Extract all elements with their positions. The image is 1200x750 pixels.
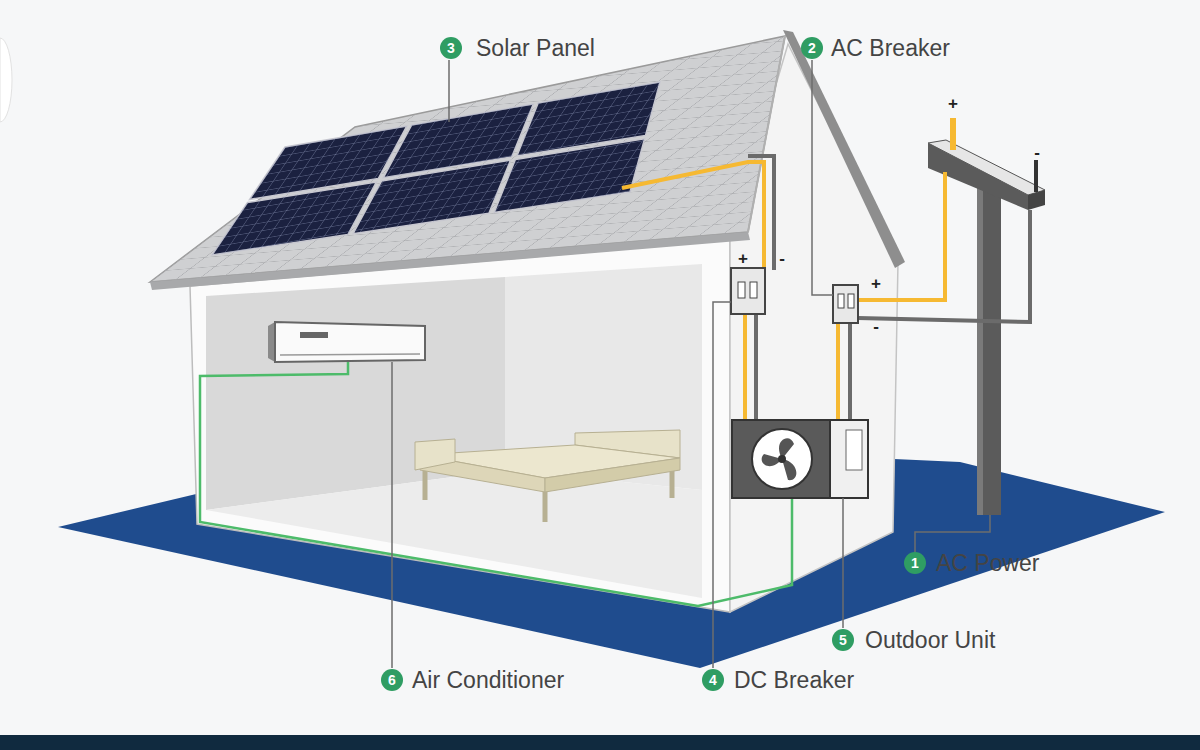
polarity-sign: - [779, 250, 785, 267]
utility-pole-part [1028, 190, 1045, 210]
solar-panels-part [212, 182, 377, 255]
sofa [415, 430, 680, 522]
callout-number: 4 [702, 669, 724, 691]
outdoor-unit-part [752, 429, 812, 489]
green-signal-wire-part [200, 362, 792, 606]
green-signal-wire [200, 362, 792, 606]
outdoor-unit [732, 420, 868, 498]
ac-breaker-box [833, 285, 858, 323]
indoor-unit-part [268, 322, 275, 362]
outdoor-unit-part [778, 455, 786, 463]
background-part [0, 38, 12, 122]
dc-breaker-box-part [731, 268, 765, 314]
background-part [0, 735, 1200, 750]
solar-panels-part [353, 160, 510, 234]
polarity-sign: + [738, 250, 748, 267]
part-name: AC Power [936, 550, 1040, 576]
callout-number: 5 [832, 629, 854, 651]
utility-pole-part [977, 175, 1001, 515]
dc-breaker-box [731, 268, 765, 314]
leader-lines-part [842, 498, 844, 628]
callout-number: 1 [904, 552, 926, 574]
power-wires-part [754, 314, 758, 420]
outdoor-unit-part [846, 430, 862, 470]
roof-part [150, 36, 785, 282]
power-wires-part [748, 156, 774, 270]
callout-number: 3 [440, 37, 462, 59]
ac-breaker-box-part [833, 285, 858, 323]
polarity-sign: - [1034, 144, 1040, 161]
indoor-unit [268, 322, 425, 362]
part-name: AC Breaker [831, 35, 950, 61]
leader-lines [392, 60, 990, 668]
utility-pole-part [950, 118, 956, 150]
part-name: Solar Panel [476, 35, 595, 61]
callout: 6 Air Conditioner [381, 667, 564, 693]
callout: 5 Outdoor Unit [832, 627, 995, 653]
part-name: Outdoor Unit [865, 627, 995, 653]
callout: 1 AC Power [904, 550, 1040, 576]
outdoor-unit-part [732, 420, 830, 498]
roof [150, 30, 905, 290]
power-wires-part [858, 210, 1030, 322]
outdoor-unit-part [762, 438, 797, 480]
sofa-part [423, 468, 428, 500]
polarity-sign: - [873, 318, 879, 335]
roof-part [748, 36, 785, 232]
callout: 2 AC Breaker [801, 35, 950, 61]
utility-pole-part [1034, 160, 1038, 192]
house-side-wall [190, 240, 730, 612]
indoor-unit-part [280, 354, 420, 355]
indoor-unit-part [275, 322, 425, 362]
leader-lines-part [391, 362, 393, 668]
sofa-part [545, 458, 680, 492]
power-wires-part [858, 172, 945, 300]
power-wires [622, 156, 1030, 420]
solar-panels-part [494, 139, 644, 213]
callout: 4 DC Breaker [702, 667, 854, 693]
ac-breaker-box-part [838, 294, 844, 308]
polarity-sign: + [871, 275, 881, 292]
indoor-unit-part [300, 332, 328, 338]
leader-lines-part [915, 515, 990, 552]
callout-number: 6 [381, 669, 403, 691]
leader-lines-part [448, 60, 450, 122]
dc-breaker-box-part [750, 282, 757, 298]
sofa-part [670, 468, 675, 498]
callout: 3 Solar Panel [440, 35, 595, 61]
solar-panels-part [383, 104, 533, 178]
power-wires-part [836, 323, 840, 420]
part-name: Air Conditioner [412, 667, 564, 693]
sofa-part [415, 439, 455, 470]
part-name: DC Breaker [734, 667, 854, 693]
sofa-part [543, 490, 548, 522]
leader-lines-part [713, 302, 731, 668]
solar-panels [212, 82, 660, 255]
solar-panels-part [212, 182, 377, 255]
roof-part [783, 30, 905, 268]
power-wires-part [622, 162, 764, 270]
leader-lines-part [812, 60, 833, 295]
dc-breaker-box-part [738, 282, 745, 298]
solar-panels-part [494, 139, 644, 213]
roof-part [150, 36, 785, 282]
power-wires-part [848, 323, 852, 420]
solar-panels-part [383, 104, 533, 178]
ac-breaker-box-part [848, 294, 854, 308]
polarity-sign: + [948, 95, 958, 112]
utility-pole-part [977, 175, 983, 515]
house-side-wall-part [190, 240, 730, 612]
power-wires-part [743, 314, 747, 420]
outdoor-unit-part [830, 420, 868, 498]
house-side-wall-part [206, 470, 702, 598]
callout-number: 2 [801, 37, 823, 59]
